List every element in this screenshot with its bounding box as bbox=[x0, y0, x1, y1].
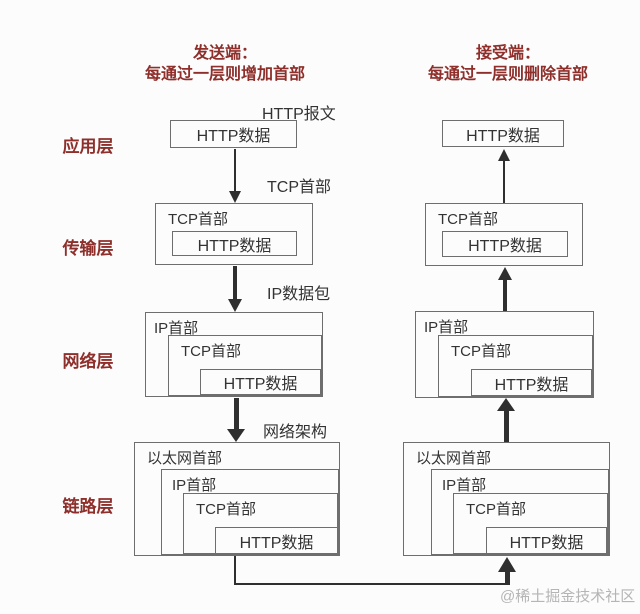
watermark: @稀土掘金技术社区 bbox=[500, 588, 636, 605]
layer-label-network: 网络层 bbox=[62, 352, 114, 371]
layer-label-application: 应用层 bbox=[62, 137, 114, 156]
receiver-ip-box-label: IP首部 bbox=[424, 319, 469, 336]
sender-arrow3-shaft bbox=[234, 398, 239, 429]
down-arrow-icon bbox=[227, 429, 245, 442]
layer-label-link: 链路层 bbox=[62, 497, 114, 516]
layer-label-transport: 传输层 bbox=[62, 239, 114, 258]
sender-arrow1-shaft bbox=[234, 149, 236, 191]
annotation-ip-packet: IP数据包 bbox=[267, 286, 331, 303]
sender-eth-ip-box-label: IP首部 bbox=[172, 477, 217, 494]
receiver-header: 接受端： 每通过一层则删除首部 bbox=[393, 43, 623, 85]
receiver-arrow1-shaft bbox=[503, 161, 505, 203]
sender-arrow2-shaft bbox=[233, 266, 237, 299]
receiver-eth-box-label: 以太网首部 bbox=[416, 450, 492, 467]
receiver-eth-http-data-box: HTTP数据 bbox=[486, 527, 607, 554]
sender-ip-tcp-box-label: TCP首部 bbox=[181, 343, 242, 360]
receiver-eth-tcp-box-label: TCP首部 bbox=[466, 501, 527, 518]
down-arrow-icon bbox=[229, 191, 241, 203]
connector-vertical-line bbox=[234, 556, 236, 585]
receiver-tcp-box-label: TCP首部 bbox=[438, 211, 499, 228]
sender-subtitle: 每通过一层则增加首部 bbox=[144, 66, 305, 83]
up-arrow-icon bbox=[498, 267, 512, 280]
sender-eth-tcp-box-label: TCP首部 bbox=[196, 501, 257, 518]
receiver-subtitle: 每通过一层则删除首部 bbox=[427, 66, 588, 83]
sender-ip-http-data-box: HTTP数据 bbox=[200, 369, 321, 395]
receiver-arrow3-shaft bbox=[504, 411, 509, 442]
sender-eth-box-label: 以太网首部 bbox=[147, 450, 223, 467]
sender-ip-box-label: IP首部 bbox=[154, 320, 199, 337]
sender-tcp-box-label: TCP首部 bbox=[168, 211, 229, 228]
annotation-http-message: HTTP报文 bbox=[262, 106, 336, 123]
receiver-app-http-data-box: HTTP数据 bbox=[442, 120, 564, 147]
receiver-arrow4-shaft bbox=[505, 572, 510, 585]
receiver-ip-tcp-box-label: TCP首部 bbox=[451, 343, 512, 360]
receiver-tcp-http-data-box: HTTP数据 bbox=[442, 231, 568, 257]
sender-eth-http-data-box: HTTP数据 bbox=[215, 527, 338, 554]
receiver-ip-http-data-box: HTTP数据 bbox=[471, 369, 592, 396]
down-arrow-icon bbox=[228, 299, 242, 312]
receiver-arrow2-shaft bbox=[503, 280, 507, 311]
annotation-tcp-header: TCP首部 bbox=[267, 179, 332, 196]
up-arrow-icon bbox=[498, 557, 516, 572]
receiver-title: 接受端： bbox=[475, 45, 540, 62]
sender-app-http-data-box: HTTP数据 bbox=[170, 120, 297, 148]
up-arrow-icon bbox=[498, 149, 510, 161]
sender-tcp-http-data-box: HTTP数据 bbox=[172, 231, 297, 256]
sender-title: 发送端： bbox=[192, 45, 257, 62]
sender-header: 发送端： 每通过一层则增加首部 bbox=[110, 43, 340, 85]
annotation-network-arch: 网络架构 bbox=[263, 424, 328, 441]
up-arrow-icon bbox=[497, 398, 515, 411]
connector-horizontal-line bbox=[234, 583, 510, 585]
receiver-eth-ip-box-label: IP首部 bbox=[442, 477, 487, 494]
